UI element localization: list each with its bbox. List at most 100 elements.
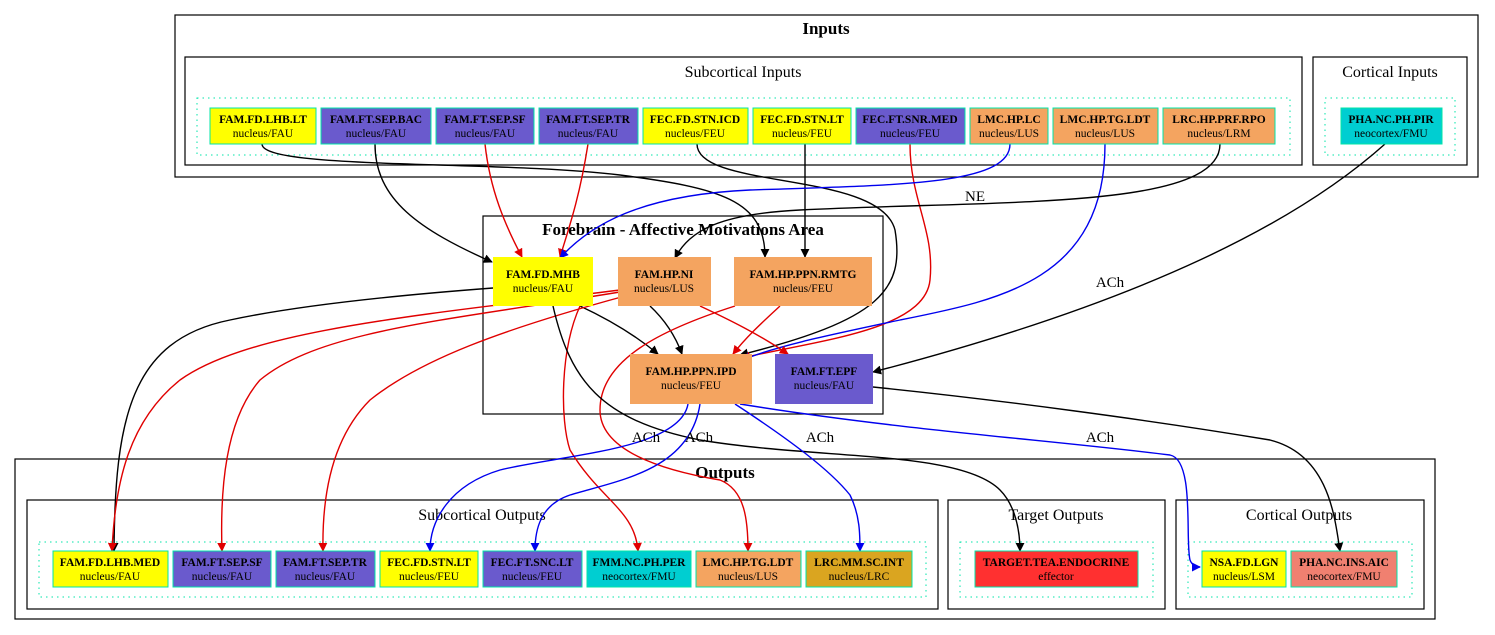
node-subtitle: nucleus/LRC [829, 571, 890, 583]
node-subtitle: nucleus/FAU [558, 128, 619, 140]
node-out-stn-lt[interactable]: FEC.FD.STN.LT nucleus/FEU [379, 550, 479, 588]
edge-mhb-to-endocrine [552, 305, 1025, 552]
node-subtitle: nucleus/FEU [772, 128, 833, 140]
node-title: LMC.HP.TG.LDT [703, 557, 794, 569]
node-title: FAM.FD.MHB [506, 269, 580, 281]
edge-ni-to-lhb-med [107, 289, 621, 552]
node-title: FAM.FD.LHB.MED [60, 557, 160, 569]
node-out-lhb-med[interactable]: FAM.FD.LHB.MED nucleus/FAU [52, 550, 169, 588]
edge-ni-to-epf [699, 305, 789, 355]
edge-pha-pir-to-epf [872, 143, 1386, 375]
edge-rmtg-to-tg-ldt [599, 305, 753, 552]
cluster-subcortical-inputs: Subcortical Inputs [184, 56, 1303, 166]
node-title: FEC.FD.STN.ICD [650, 114, 740, 126]
cluster-outputs-title: Outputs [695, 463, 755, 482]
cluster-subcortical-outputs-title: Subcortical Outputs [418, 507, 546, 524]
node-out-per[interactable]: FMM.NC.PH.PER neocortex/FMU [586, 550, 692, 588]
node-in-pha-pir[interactable]: PHA.NC.PH.PIR neocortex/FMU [1340, 107, 1443, 145]
node-subtitle: nucleus/LUS [718, 571, 778, 583]
edge-ni-to-per [562, 305, 642, 552]
edge-ipd-to-sc-int [734, 403, 865, 552]
edge-hp-lc-to-mhb [559, 143, 1011, 259]
node-subtitle: nucleus/LRM [1187, 128, 1250, 140]
edge-lhb-lt-to-rmtg [261, 143, 770, 258]
node-subtitle: nucleus/FEU [399, 571, 460, 583]
node-out-tg-ldt[interactable]: LMC.HP.TG.LDT nucleus/LUS [695, 550, 802, 588]
node-subtitle: nucleus/FAU [455, 128, 516, 140]
node-in-sep-sf[interactable]: FAM.FT.SEP.SF nucleus/FAU [435, 107, 535, 145]
node-title: FEC.FD.STN.LT [387, 557, 471, 569]
node-subtitle: neocortex/FMU [1307, 571, 1381, 583]
node-title: LMC.HP.LC [977, 114, 1040, 126]
edge-label-ach-5: ACh [1086, 430, 1115, 446]
cluster-cortical-outputs: Cortical Outputs [1175, 499, 1425, 610]
node-title: FAM.FD.LHB.LT [219, 114, 307, 126]
node-subtitle: nucleus/FEU [661, 380, 722, 392]
node-title: FAM.FT.SEP.SF [444, 114, 525, 126]
node-title: FAM.FT.SEP.TR [283, 557, 368, 569]
cluster-inputs-title: Inputs [802, 19, 850, 38]
node-title: FAM.FT.SEP.SF [181, 557, 262, 569]
node-out-aic[interactable]: PHA.NC.INS.AIC neocortex/FMU [1290, 550, 1398, 588]
edge-sep-sf-to-mhb [484, 143, 523, 258]
edge-ipd-to-lgn [739, 403, 1201, 572]
edges [107, 143, 1386, 572]
node-title: PHA.NC.INS.AIC [1299, 557, 1389, 569]
node-subtitle: effector [1038, 571, 1074, 583]
node-subtitle: nucleus/LSM [1213, 571, 1275, 583]
node-title: LRC.MM.SC.INT [814, 557, 904, 569]
nodes: FAM.FD.LHB.LT nucleus/FAU FAM.FT.SEP.BACn… [52, 107, 1443, 588]
node-subtitle: nucleus/FEU [665, 128, 726, 140]
edge-tg-ldt-to-ipd [741, 143, 1106, 362]
cluster-inputs: Inputs [174, 14, 1479, 178]
edge-label-ach-1: ACh [1096, 275, 1125, 291]
node-in-sep-tr[interactable]: FAM.FT.SEP.TR nucleus/FAU [538, 107, 639, 145]
node-in-lhb-lt[interactable]: FAM.FD.LHB.LT nucleus/FAU [209, 107, 317, 145]
node-in-stn-icd[interactable]: FEC.FD.STN.ICD nucleus/FEU [642, 107, 749, 145]
node-subtitle: neocortex/FMU [1354, 128, 1428, 140]
node-subtitle: nucleus/FAU [346, 128, 407, 140]
edge-label-ach-3: ACh [685, 430, 714, 446]
node-subtitle: neocortex/FMU [602, 571, 676, 583]
edge-ni-to-ipd [649, 305, 684, 355]
node-subtitle: nucleus/FAU [80, 571, 141, 583]
node-out-lgn[interactable]: NSA.FD.LGN nucleus/LSM [1201, 550, 1287, 588]
edge-snr-med-to-ipd [741, 143, 932, 361]
cluster-forebrain: Forebrain - Affective Motivations Area [482, 215, 884, 415]
node-title: FAM.HP.PPN.RMTG [750, 269, 857, 281]
node-title: FAM.FT.SEP.TR [546, 114, 631, 126]
node-title: PHA.NC.PH.PIR [1348, 114, 1434, 126]
edge-sep-tr-to-mhb [558, 143, 589, 258]
node-title: NSA.FD.LGN [1209, 557, 1279, 569]
cluster-outputs: Outputs [14, 458, 1436, 620]
edge-ni-to-sep-sf [217, 291, 621, 552]
node-out-endocrine[interactable]: TARGET.TEA.ENDOCRINE effector [974, 550, 1139, 588]
node-subtitle: nucleus/FAU [794, 380, 855, 392]
cluster-subcortical-inputs-title: Subcortical Inputs [685, 64, 802, 81]
node-title: TARGET.TEA.ENDOCRINE [983, 557, 1130, 569]
node-title: FMM.NC.PH.PER [593, 557, 687, 569]
edge-stn-icd-to-ipd [696, 143, 898, 358]
cluster-cortical-outputs-title: Cortical Outputs [1246, 507, 1352, 524]
edge-ipd-to-stn-lt [425, 403, 689, 552]
node-subtitle: nucleus/FAU [233, 128, 294, 140]
cluster-target-outputs-title: Target Outputs [1008, 507, 1103, 524]
node-out-sc-int[interactable]: LRC.MM.SC.INT nucleus/LRC [805, 550, 913, 588]
node-subtitle: nucleus/LUS [634, 283, 694, 295]
node-title: LMC.HP.TG.LDT [1060, 114, 1151, 126]
